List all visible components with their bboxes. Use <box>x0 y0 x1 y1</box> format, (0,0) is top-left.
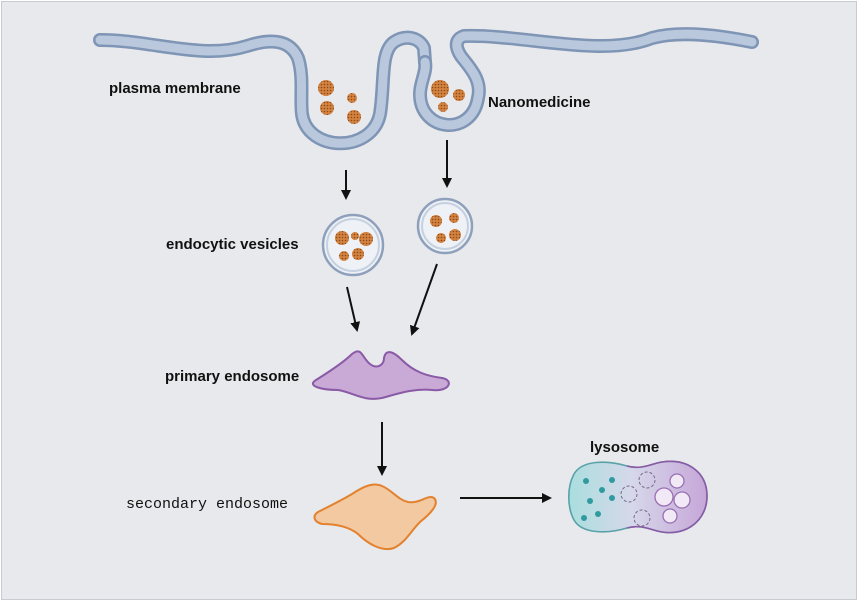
lysosome-dashed-vesicles <box>620 471 656 527</box>
label-nanomedicine: Nanomedicine <box>488 94 591 111</box>
endocytic-vesicle-left <box>321 213 385 277</box>
arrow-vesicle-left-to-primary <box>346 286 361 332</box>
label-endocytic-vesicles: endocytic vesicles <box>166 236 299 253</box>
endocytic-vesicle-right <box>416 197 474 255</box>
label-primary-endosome: primary endosome <box>165 368 300 385</box>
secondary-endosome-shape <box>313 483 437 550</box>
lysosome-vesicles <box>654 473 691 524</box>
nanoparticle-cluster-right-pit <box>431 80 465 112</box>
label-plasma-membrane: plasma membrane <box>109 80 241 97</box>
lysosome <box>567 460 708 534</box>
label-secondary-endosome: secondary endosome <box>126 496 289 513</box>
primary-endosome-shape <box>311 350 450 400</box>
lysosome-enzymes <box>581 477 615 521</box>
plasma-membrane <box>93 27 759 151</box>
nanoparticle-cluster-left-pit <box>318 80 361 124</box>
arrow-vesicle-right-to-primary <box>409 263 438 336</box>
label-lysosome: lysosome <box>590 439 660 456</box>
